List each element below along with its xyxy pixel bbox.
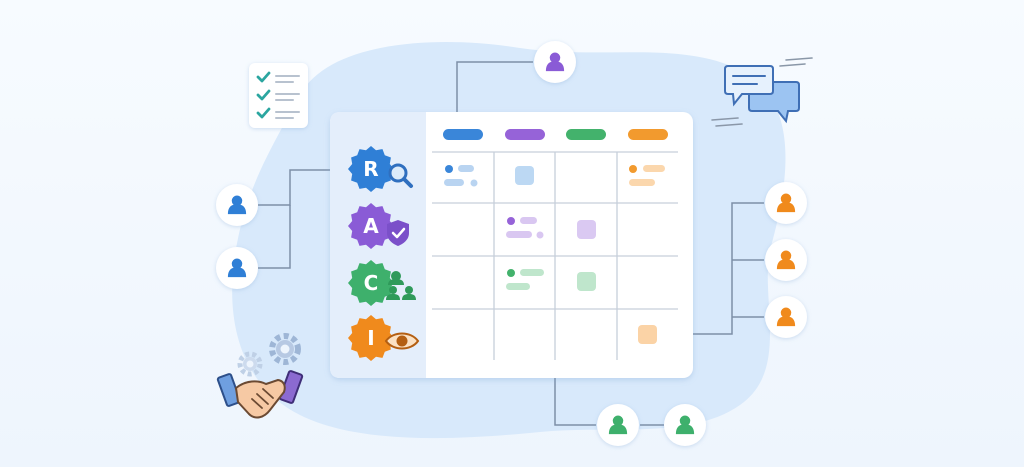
role-letter: A <box>363 214 379 238</box>
role-letter: C <box>364 271 379 295</box>
person-orange-1-avatar <box>765 182 807 224</box>
person-purple-avatar <box>534 41 576 83</box>
cell-task-orange <box>629 165 665 186</box>
column-header-pill <box>505 129 545 140</box>
cell-square-purple <box>577 220 596 239</box>
handshake-icon <box>216 370 304 419</box>
checklist-icon <box>249 63 308 128</box>
cell-task-green <box>506 269 544 290</box>
people-group-icon <box>386 271 416 300</box>
role-badge-c: C <box>348 260 394 306</box>
role-letter: R <box>363 157 378 181</box>
role-badge-i: I <box>348 315 394 361</box>
role-letter: I <box>367 326 374 350</box>
person-orange-2-avatar <box>765 239 807 281</box>
column-header-pill <box>566 129 606 140</box>
person-green-1-avatar <box>597 404 639 446</box>
raci-role-badges: R A C I <box>348 146 394 361</box>
shield-check-icon <box>387 220 409 246</box>
cell-square-blue <box>515 166 534 185</box>
cell-square-green <box>577 272 596 291</box>
person-orange-3-avatar <box>765 296 807 338</box>
people-avatars <box>216 41 807 446</box>
person-green-2-avatar <box>664 404 706 446</box>
person-blue-1-avatar <box>216 184 258 226</box>
role-badge-a: A <box>348 203 394 249</box>
role-badge-r: R <box>348 146 394 192</box>
cell-square-orange <box>638 325 657 344</box>
cell-task-blue <box>444 165 478 187</box>
magnifier-icon <box>388 163 413 188</box>
column-header-pill <box>443 129 483 140</box>
eye-icon <box>384 332 420 350</box>
person-blue-2-avatar <box>216 247 258 289</box>
column-header-pill <box>628 129 668 140</box>
gears-icon <box>237 333 301 377</box>
chat-bubbles-icon <box>711 57 813 127</box>
cell-task-purple <box>506 217 544 239</box>
